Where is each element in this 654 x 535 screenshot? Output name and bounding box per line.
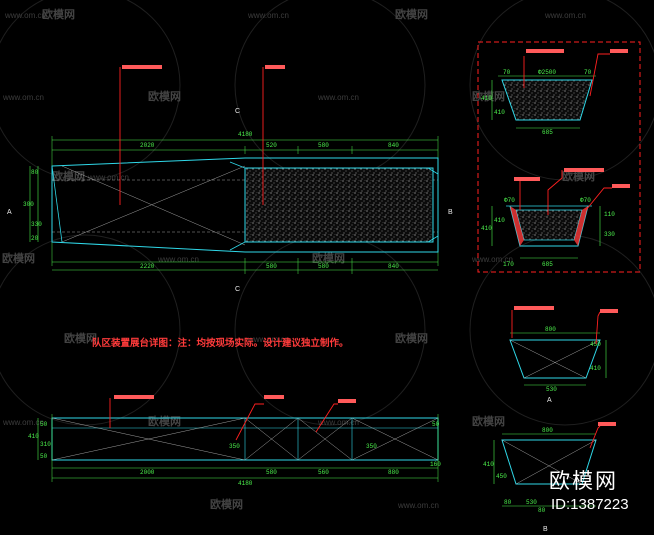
section-mark-a: A	[7, 209, 12, 216]
sec-b-bottom-dim-2: 530	[526, 499, 537, 506]
section-frame	[477, 41, 641, 273]
plan-top-dim-1: 2020	[140, 142, 155, 149]
watermark-layer: www.om.cn 欧模网 www.om.cn 欧模网 www.om.cn ww…	[0, 0, 654, 511]
plan-total-dim: 4180	[238, 131, 253, 138]
sec-top-b-top-dim-2: Φ70	[580, 197, 591, 204]
elev-total-dim: 4180	[238, 480, 253, 487]
watermark-url: www.om.cn	[471, 255, 513, 264]
section-mark-c-bottom: C	[235, 286, 240, 293]
elev-dim-2: 580	[266, 469, 277, 476]
sec-b-bottom-dim-1: 80	[504, 499, 512, 506]
elevation-view: 2000 580 560 880 4180 410 50 310 50 350 …	[28, 395, 441, 487]
watermark-brand: 欧模网	[42, 7, 75, 21]
section-mark-b: B	[448, 209, 453, 216]
plan-bottom-dim-2: 580	[266, 263, 277, 270]
sec-b-bottom-dim-3: 80	[538, 507, 546, 514]
watermark-brand: 欧模网	[148, 89, 181, 103]
sec-top-b-top-dim-1: Φ70	[504, 197, 515, 204]
sec-a-side-dim-2: 410	[590, 365, 601, 372]
section-a: 800 530 450 410 A	[509, 306, 618, 404]
elev-right-dim-2: 160	[430, 461, 441, 468]
sec-top-a-left-dim: 70	[503, 69, 511, 76]
sec-b-side-dim-1: 410	[483, 461, 494, 468]
brand-logo-id: ID:1387223	[551, 496, 629, 513]
plan-top-dim-3: 580	[318, 142, 329, 149]
sec-top-b-bottom-dim: 685	[542, 261, 553, 268]
elev-right-dim-1: 50	[432, 421, 440, 428]
section-a-label: A	[547, 397, 552, 404]
elev-mid-dim-1: 350	[229, 443, 240, 450]
sec-a-top-dim: 800	[545, 326, 556, 333]
section-top-b: Φ70 Φ70 685 170 410 410 110 330	[481, 168, 630, 268]
sec-top-a-side-dim-2: 410	[494, 109, 505, 116]
watermark-url: www.om.cn	[397, 501, 439, 510]
watermark-url: www.om.cn	[4, 11, 46, 20]
elev-mid-dim-2: 350	[366, 443, 377, 450]
plan-left-dim-4: 20	[31, 235, 39, 242]
sec-a-bottom-dim: 530	[546, 386, 557, 393]
elev-left-dim-4: 50	[40, 453, 48, 460]
plan-bottom-dim-1: 2220	[140, 263, 155, 270]
watermark-brand: 欧模网	[395, 7, 428, 21]
elev-dim-3: 560	[318, 469, 329, 476]
sec-a-side-dim-1: 450	[590, 341, 601, 348]
brand-logo-text: 欧模网	[549, 469, 618, 493]
watermark-brand: 欧模网	[312, 251, 345, 265]
sec-top-b-side-dim-2: 410	[494, 217, 505, 224]
elev-left-dim-3: 310	[40, 441, 51, 448]
watermark-url: www.om.cn	[247, 335, 289, 344]
watermark-brand: 欧模网	[562, 169, 595, 183]
drawing-note: 队区装置展台详图：注：均按现场实际。设计建议独立制作。	[92, 337, 349, 349]
section-b-label: B	[543, 526, 548, 533]
watermark-brand: 欧模网	[472, 414, 505, 428]
elev-left-dim-2: 50	[40, 421, 48, 428]
watermark-brand: 欧模网	[2, 251, 35, 265]
watermark-url: www.om.cn	[87, 173, 129, 182]
sec-b-top-dim: 800	[542, 427, 553, 434]
watermark-brand: 欧模网	[52, 169, 85, 183]
watermark-url: www.om.cn	[2, 418, 44, 427]
sec-top-a-side-dim-1: 410	[481, 95, 492, 102]
elev-left-dim-1: 410	[28, 433, 39, 440]
watermark-brand: 欧模网	[148, 414, 181, 428]
watermark-url: www.om.cn	[317, 93, 359, 102]
watermark-url: www.om.cn	[544, 11, 586, 20]
sec-top-b-right-dim-2: 330	[604, 231, 615, 238]
watermark-url: www.om.cn	[157, 255, 199, 264]
section-mark-c-top: C	[235, 108, 240, 115]
plan-left-dim-3: 330	[31, 221, 42, 228]
section-b: 800 410 450 80 530 80 B	[483, 422, 616, 533]
elev-dim-1: 2000	[140, 469, 155, 476]
sec-top-a-right-dim: 70	[584, 69, 592, 76]
watermark-brand: 欧模网	[64, 331, 97, 345]
plan-left-dim-1: 80	[31, 169, 39, 176]
section-top-a: Φ2500 70 70 685 410 410	[481, 49, 628, 136]
sec-top-b-left-bottom-dim: 170	[503, 261, 514, 268]
plan-bottom-dim-4: 840	[388, 263, 399, 270]
plan-top-dim-2: 520	[266, 142, 277, 149]
sec-top-b-right-dim-1: 110	[604, 211, 615, 218]
plan-left-dim-2: 300	[23, 201, 34, 208]
watermark-brand: 欧模网	[472, 89, 505, 103]
plan-bottom-dim-3: 580	[318, 263, 329, 270]
elev-dim-4: 880	[388, 469, 399, 476]
watermark-url: www.om.cn	[317, 418, 359, 427]
watermark-url: www.om.cn	[247, 11, 289, 20]
watermark-brand: 欧模网	[395, 331, 428, 345]
plan-view: 4180 2020 520 580 840 2220 58	[7, 65, 453, 293]
watermark-brand: 欧模网	[210, 497, 243, 511]
watermark-url: www.om.cn	[2, 93, 44, 102]
sec-top-b-side-dim-1: 410	[481, 225, 492, 232]
sec-top-a-bottom-dim: 685	[542, 129, 553, 136]
sec-b-side-dim-2: 450	[496, 473, 507, 480]
sec-top-a-top-dim: Φ2500	[538, 69, 556, 76]
plan-top-dim-4: 840	[388, 142, 399, 149]
